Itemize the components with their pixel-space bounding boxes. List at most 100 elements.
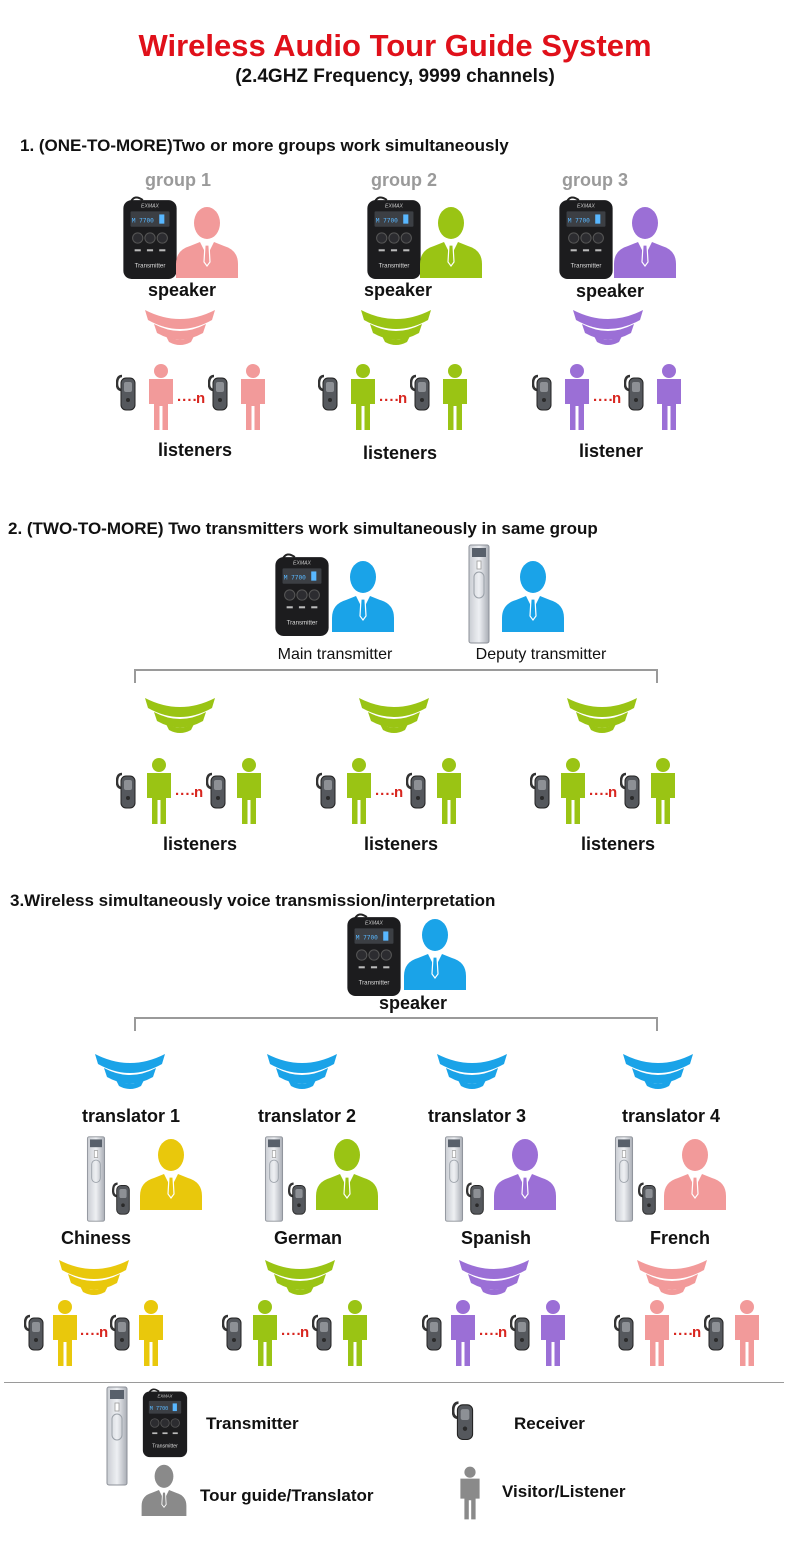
receiver-icon xyxy=(614,1312,638,1352)
tour-guide-icon xyxy=(140,1464,188,1516)
signal-waves-icon xyxy=(142,306,218,346)
receiver-icon xyxy=(638,1180,660,1216)
listeners-label: listener xyxy=(578,441,644,461)
transmitter-icon xyxy=(346,913,402,997)
signal-waves-icon xyxy=(434,1050,510,1090)
n-label: n xyxy=(196,390,206,407)
transmitter-icon xyxy=(122,196,178,280)
signal-waves-icon xyxy=(262,1256,338,1296)
ellipsis-connector: .... xyxy=(479,1322,500,1339)
speaker-icon xyxy=(612,206,678,278)
listener-icon xyxy=(340,1300,370,1366)
receiver-icon xyxy=(620,770,644,810)
page-title: Wireless Audio Tour Guide System xyxy=(138,28,652,63)
ellipsis-connector: .... xyxy=(175,782,196,799)
listener-icon xyxy=(440,364,470,430)
translator-label: translator 2 xyxy=(257,1106,357,1126)
receiver-icon xyxy=(316,770,340,810)
receiver-icon xyxy=(222,1312,246,1352)
connector-line xyxy=(134,1017,658,1019)
listener-icon xyxy=(234,758,264,824)
legend-visitor-label: Visitor/Listener xyxy=(502,1482,626,1501)
section1-heading: 1. (ONE-TO-MORE)Two or more groups work … xyxy=(20,136,509,155)
speaker-icon xyxy=(402,918,468,990)
language-label: German xyxy=(273,1228,343,1248)
page-subtitle: (2.4GHZ Frequency, 9999 channels) xyxy=(235,66,555,87)
signal-waves-icon xyxy=(142,694,218,734)
stick-transmitter-icon xyxy=(86,1136,106,1222)
section2-heading: 2. (TWO-TO-MORE) Two transmitters work s… xyxy=(8,519,598,538)
listeners-label: listeners xyxy=(162,834,238,854)
listener-icon xyxy=(434,758,464,824)
listener-icon xyxy=(136,1300,166,1366)
legend-divider xyxy=(4,1382,784,1383)
signal-waves-icon xyxy=(570,306,646,346)
listener-icon xyxy=(144,758,174,824)
receiver-icon xyxy=(206,770,230,810)
signal-waves-icon xyxy=(634,1256,710,1296)
receiver-icon xyxy=(510,1312,534,1352)
listener-icon xyxy=(448,1300,478,1366)
translator-icon xyxy=(662,1138,728,1210)
stick-transmitter-icon xyxy=(614,1136,634,1222)
n-label: n xyxy=(498,1324,508,1341)
transmitter-icon xyxy=(366,196,422,280)
receiver-icon xyxy=(116,372,140,412)
stick-transmitter-icon xyxy=(106,1386,128,1486)
receiver-icon xyxy=(312,1312,336,1352)
tour-guide-icon xyxy=(330,560,396,632)
signal-waves-icon xyxy=(456,1256,532,1296)
signal-waves-icon xyxy=(564,694,640,734)
translator-label: translator 4 xyxy=(621,1106,721,1126)
receiver-icon xyxy=(208,372,232,412)
listener-icon xyxy=(558,758,588,824)
n-label: n xyxy=(608,784,618,801)
receiver-icon xyxy=(24,1312,48,1352)
ellipsis-connector: .... xyxy=(281,1322,302,1339)
listener-icon xyxy=(648,758,678,824)
speaker-label: speaker xyxy=(575,281,645,301)
n-label: n xyxy=(194,784,204,801)
listener-icon xyxy=(250,1300,280,1366)
group-1-label: group 1 xyxy=(145,170,211,190)
deputy-transmitter-icon xyxy=(468,544,490,644)
ellipsis-connector: .... xyxy=(589,782,610,799)
listeners-label: listeners xyxy=(580,834,656,854)
n-label: n xyxy=(394,784,404,801)
speaker-label: speaker xyxy=(378,993,448,1013)
receiver-icon xyxy=(532,372,556,412)
n-label: n xyxy=(300,1324,310,1341)
listener-icon xyxy=(348,364,378,430)
listener-icon xyxy=(344,758,374,824)
listener-icon xyxy=(732,1300,762,1366)
ellipsis-connector: .... xyxy=(375,782,396,799)
ellipsis-connector: .... xyxy=(80,1322,101,1339)
signal-waves-icon xyxy=(356,694,432,734)
group-2-label: group 2 xyxy=(371,170,437,190)
receiver-icon xyxy=(466,1180,488,1216)
legend-transmitter-label: Transmitter xyxy=(206,1414,299,1433)
stick-transmitter-icon xyxy=(444,1136,464,1222)
receiver-icon xyxy=(530,770,554,810)
receiver-icon xyxy=(704,1312,728,1352)
ellipsis-connector: .... xyxy=(673,1322,694,1339)
language-label: French xyxy=(649,1228,710,1248)
tour-guide-icon xyxy=(500,560,566,632)
ellipsis-connector: .... xyxy=(177,388,198,405)
receiver-icon xyxy=(406,770,430,810)
receiver-icon xyxy=(410,372,434,412)
listener-icon xyxy=(642,1300,672,1366)
translator-icon xyxy=(492,1138,558,1210)
speaker-icon xyxy=(418,206,484,278)
transmitter-icon xyxy=(558,196,614,280)
receiver-icon xyxy=(116,770,140,810)
listener-icon xyxy=(146,364,176,430)
receiver-icon xyxy=(452,1398,478,1442)
signal-waves-icon xyxy=(264,1050,340,1090)
connector-drop xyxy=(656,1017,658,1031)
receiver-icon xyxy=(110,1312,134,1352)
listeners-label: listeners xyxy=(362,443,438,463)
listeners-label: listeners xyxy=(363,834,439,854)
ellipsis-connector: .... xyxy=(379,388,400,405)
translator-icon xyxy=(314,1138,380,1210)
